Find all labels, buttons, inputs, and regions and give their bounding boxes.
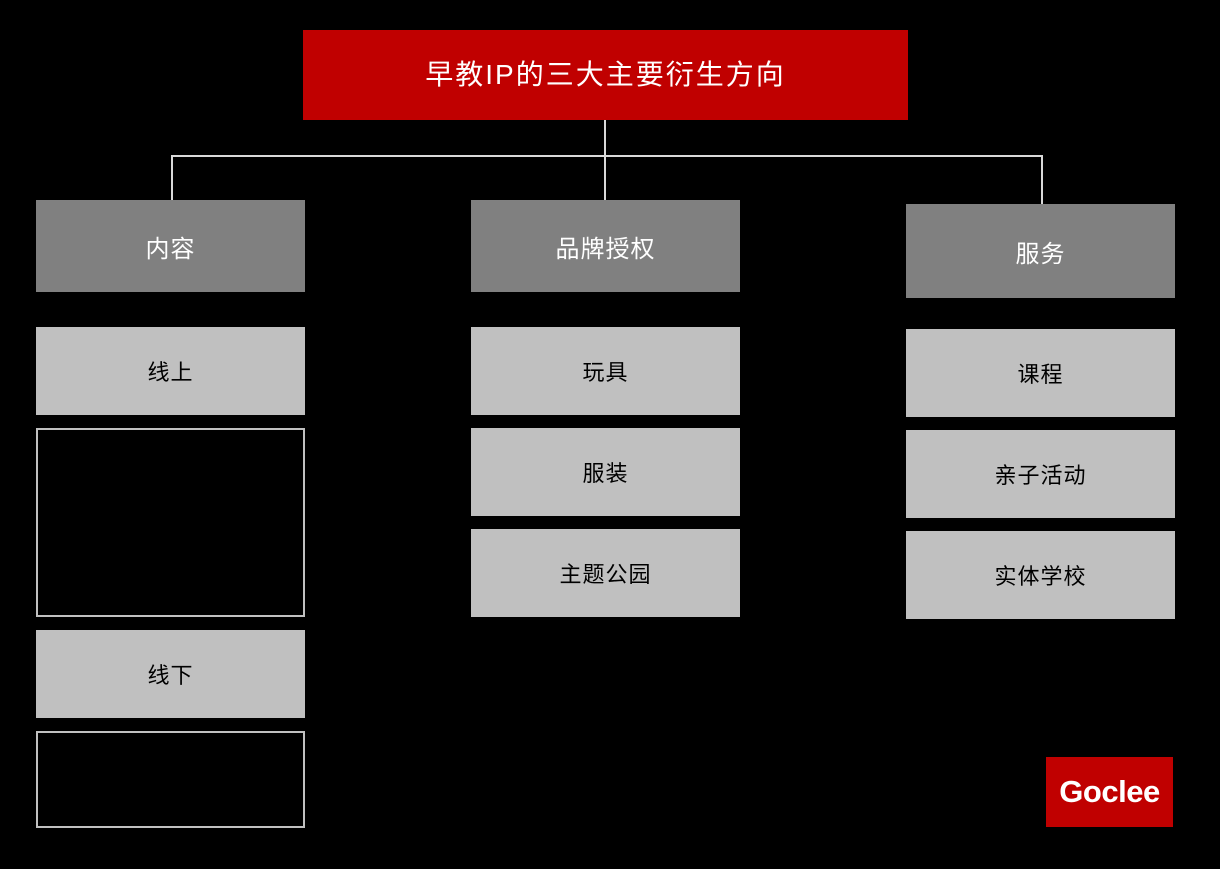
category-label: 服务 (1015, 240, 1066, 268)
item-label: 线上 (147, 360, 194, 385)
item-label: 线下 (147, 663, 194, 688)
connector-drop-right (1041, 155, 1043, 205)
category-box-licensing[interactable]: 品牌授权 (471, 200, 740, 292)
category-box-content[interactable]: 内容 (36, 200, 305, 292)
branch-column-service: 服务 课程 亲子活动 实体学校 (906, 204, 1175, 632)
item-box[interactable]: 线下 (36, 630, 305, 718)
item-box[interactable]: 服装 (471, 428, 740, 516)
item-box[interactable]: 线上 (36, 327, 305, 415)
branch-column-content: 内容 线上 线下 (36, 200, 305, 841)
item-box[interactable]: 亲子活动 (906, 430, 1175, 518)
category-box-service[interactable]: 服务 (906, 204, 1175, 298)
item-box[interactable]: 玩具 (471, 327, 740, 415)
goclee-logo: Goclee (1046, 757, 1173, 827)
connector-drop-left (171, 155, 173, 201)
connector-rail (171, 155, 1043, 157)
diagram-title-box: 早教IP的三大主要衍生方向 (303, 30, 908, 120)
item-label: 亲子活动 (994, 463, 1087, 488)
item-list-content: 线上 线下 (36, 327, 305, 828)
item-box[interactable]: 课程 (906, 329, 1175, 417)
category-label: 内容 (145, 235, 196, 263)
goclee-logo-text: Goclee (1059, 774, 1160, 809)
item-box-empty[interactable] (36, 731, 305, 828)
item-box[interactable]: 主题公园 (471, 529, 740, 617)
item-box[interactable]: 实体学校 (906, 531, 1175, 619)
item-label: 玩具 (582, 360, 629, 385)
item-list-licensing: 玩具 服装 主题公园 (471, 327, 740, 617)
diagram-title-text: 早教IP的三大主要衍生方向 (425, 59, 786, 91)
item-label: 主题公园 (559, 562, 652, 587)
item-box-empty[interactable] (36, 428, 305, 617)
connector-drop-middle (604, 155, 606, 203)
category-label: 品牌授权 (555, 235, 656, 263)
item-label: 实体学校 (994, 564, 1087, 589)
item-label: 课程 (1017, 362, 1064, 387)
item-list-service: 课程 亲子活动 实体学校 (906, 329, 1175, 619)
connector-title-stem (604, 120, 606, 156)
branch-column-licensing: 品牌授权 玩具 服装 主题公园 (471, 200, 740, 630)
item-label: 服装 (582, 461, 629, 486)
